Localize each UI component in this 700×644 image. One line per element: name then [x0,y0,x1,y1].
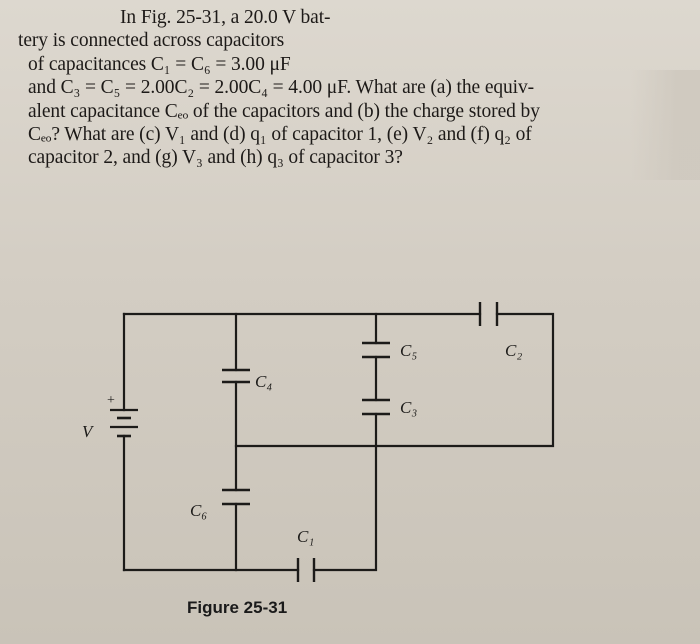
figure-caption: Figure 25-31 [187,598,288,617]
problem-statement: In Fig. 25-31, a 20.0 V bat- tery is con… [18,6,698,170]
wire [234,312,555,448]
capacitor-c4 [222,368,250,384]
problem-line: In Fig. 25-31, a 20.0 V bat- [120,7,331,28]
capacitor-c5 [362,341,390,359]
page-curl-shadow [630,70,700,180]
battery-label: V [82,422,95,441]
c1-label: C₁ [297,527,314,546]
c2-label: C₂ [505,341,522,360]
c3-label: C₃ [400,398,417,417]
battery-symbol [110,408,138,438]
c6-label: C₆ [190,501,207,520]
problem-line: of capacitances C₁ = C₆ = 3.00 μF [28,53,291,75]
problem-line: capacitor 2, and (g) V₃ and (h) q₃ of ca… [28,147,403,169]
wire [312,444,378,572]
capacitor-c1 [296,558,316,582]
problem-line: and C₃ = C₅ = 2.00C₂ = 2.00C₄ = 4.00 μF.… [28,77,535,99]
capacitor-c2 [478,302,499,326]
problem-line: Cₑₒ? What are (c) V₁ and (d) q₁ of capac… [28,124,532,146]
capacitor-c6 [222,488,250,506]
capacitor-c3 [362,398,390,416]
c4-label: C₄ [255,372,272,391]
problem-line: tery is connected across capacitors [18,30,285,52]
problem-line: alent capacitance Cₑₒ of the capacitors … [28,100,540,122]
battery-plus-label: + [107,393,115,408]
c5-label: C₅ [400,341,417,360]
